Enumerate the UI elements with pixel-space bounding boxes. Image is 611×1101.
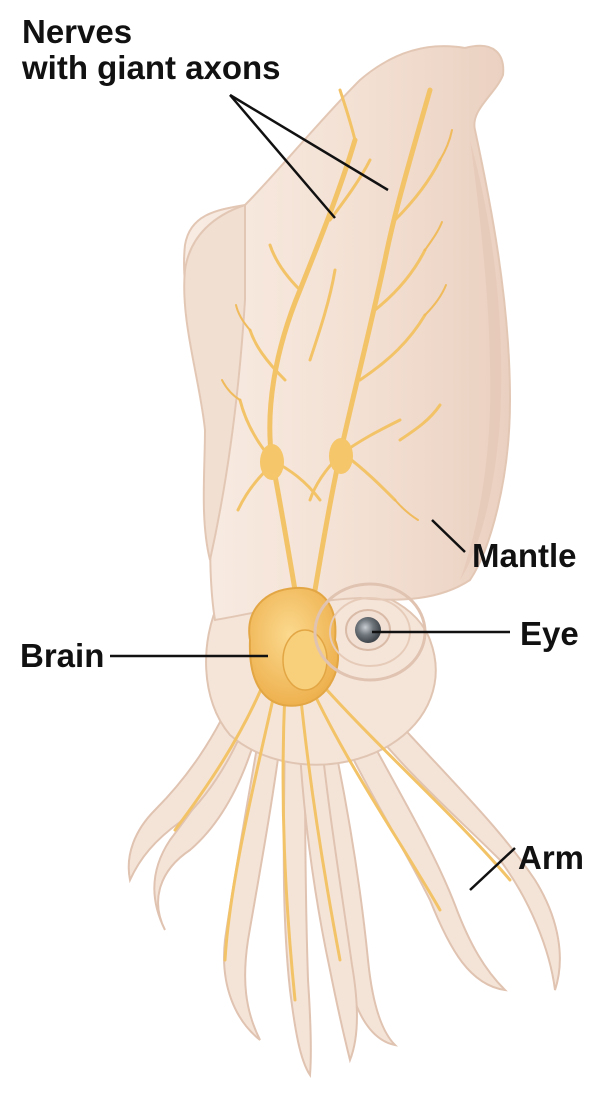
nerves-label: Nerves with giant axons (22, 14, 281, 86)
eye-label: Eye (520, 616, 579, 652)
ganglion-left (260, 444, 284, 480)
ganglion-right (329, 438, 353, 474)
mantle-label: Mantle (472, 538, 577, 574)
nerves-label-line1: Nerves (22, 14, 281, 50)
brain-label: Brain (20, 638, 104, 674)
nerves-label-line2: with giant axons (22, 50, 281, 86)
arm-label: Arm (518, 840, 584, 876)
